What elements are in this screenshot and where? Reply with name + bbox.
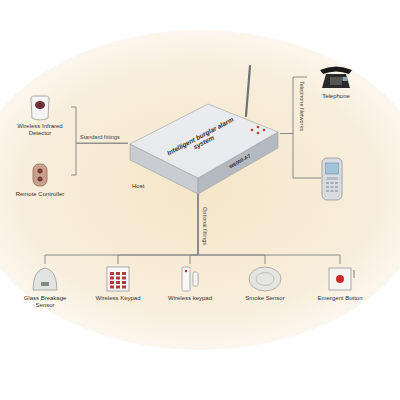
device-item: Remote Controller — [9, 160, 71, 198]
device-caption: Glass Breakage Sensor — [14, 295, 76, 309]
device-item: Smoke Sensor — [234, 264, 296, 302]
wire-connector — [198, 194, 340, 264]
device-item: Emergent Button — [312, 264, 368, 302]
device-item: Wireless Infrared Detector — [9, 92, 71, 137]
wire-connector — [71, 107, 128, 143]
device-item: Glass Breakage Sensor — [14, 264, 76, 309]
wire-connector — [190, 194, 198, 264]
device-caption: Emergent Button — [312, 295, 368, 302]
device-caption: Wireless Infrared Detector — [9, 123, 71, 137]
wire-connector — [71, 143, 128, 175]
device-item: Wireless Keypad — [87, 264, 149, 302]
pir-icon — [31, 96, 49, 120]
host-label: Host — [132, 183, 162, 190]
beige-glow — [0, 30, 400, 350]
device-item: Telephone — [307, 62, 365, 100]
device-caption: Remote Controller — [9, 191, 71, 198]
mobile-link-wire — [293, 133, 321, 178]
wire-connector — [118, 194, 198, 264]
remote-icon — [33, 164, 47, 186]
device-caption: Wireless keypad — [159, 295, 221, 302]
group-label: Optional fittings — [202, 207, 208, 245]
wire-connector — [280, 77, 307, 134]
mobile-phone-icon — [322, 158, 342, 200]
device-caption: Wireless Keypad — [87, 295, 149, 302]
smoke-icon — [249, 267, 281, 291]
button-icon — [329, 268, 354, 290]
alarm-host: Intelligent burglar alarm systemW6000-A7… — [128, 86, 280, 194]
wire-connector — [198, 194, 265, 264]
glass-icon — [33, 268, 57, 290]
phone-icon — [320, 67, 352, 89]
group-label: Standard fittings — [80, 134, 120, 140]
device-caption: Smoke Sensor — [234, 295, 296, 302]
door-icon — [182, 267, 198, 291]
device-item: Wireless keypad — [159, 264, 221, 302]
wire-connector — [45, 194, 198, 264]
group-label: Telephone Networks — [299, 81, 305, 131]
device-caption: Telephone — [307, 93, 365, 100]
keypad-icon — [107, 267, 129, 291]
